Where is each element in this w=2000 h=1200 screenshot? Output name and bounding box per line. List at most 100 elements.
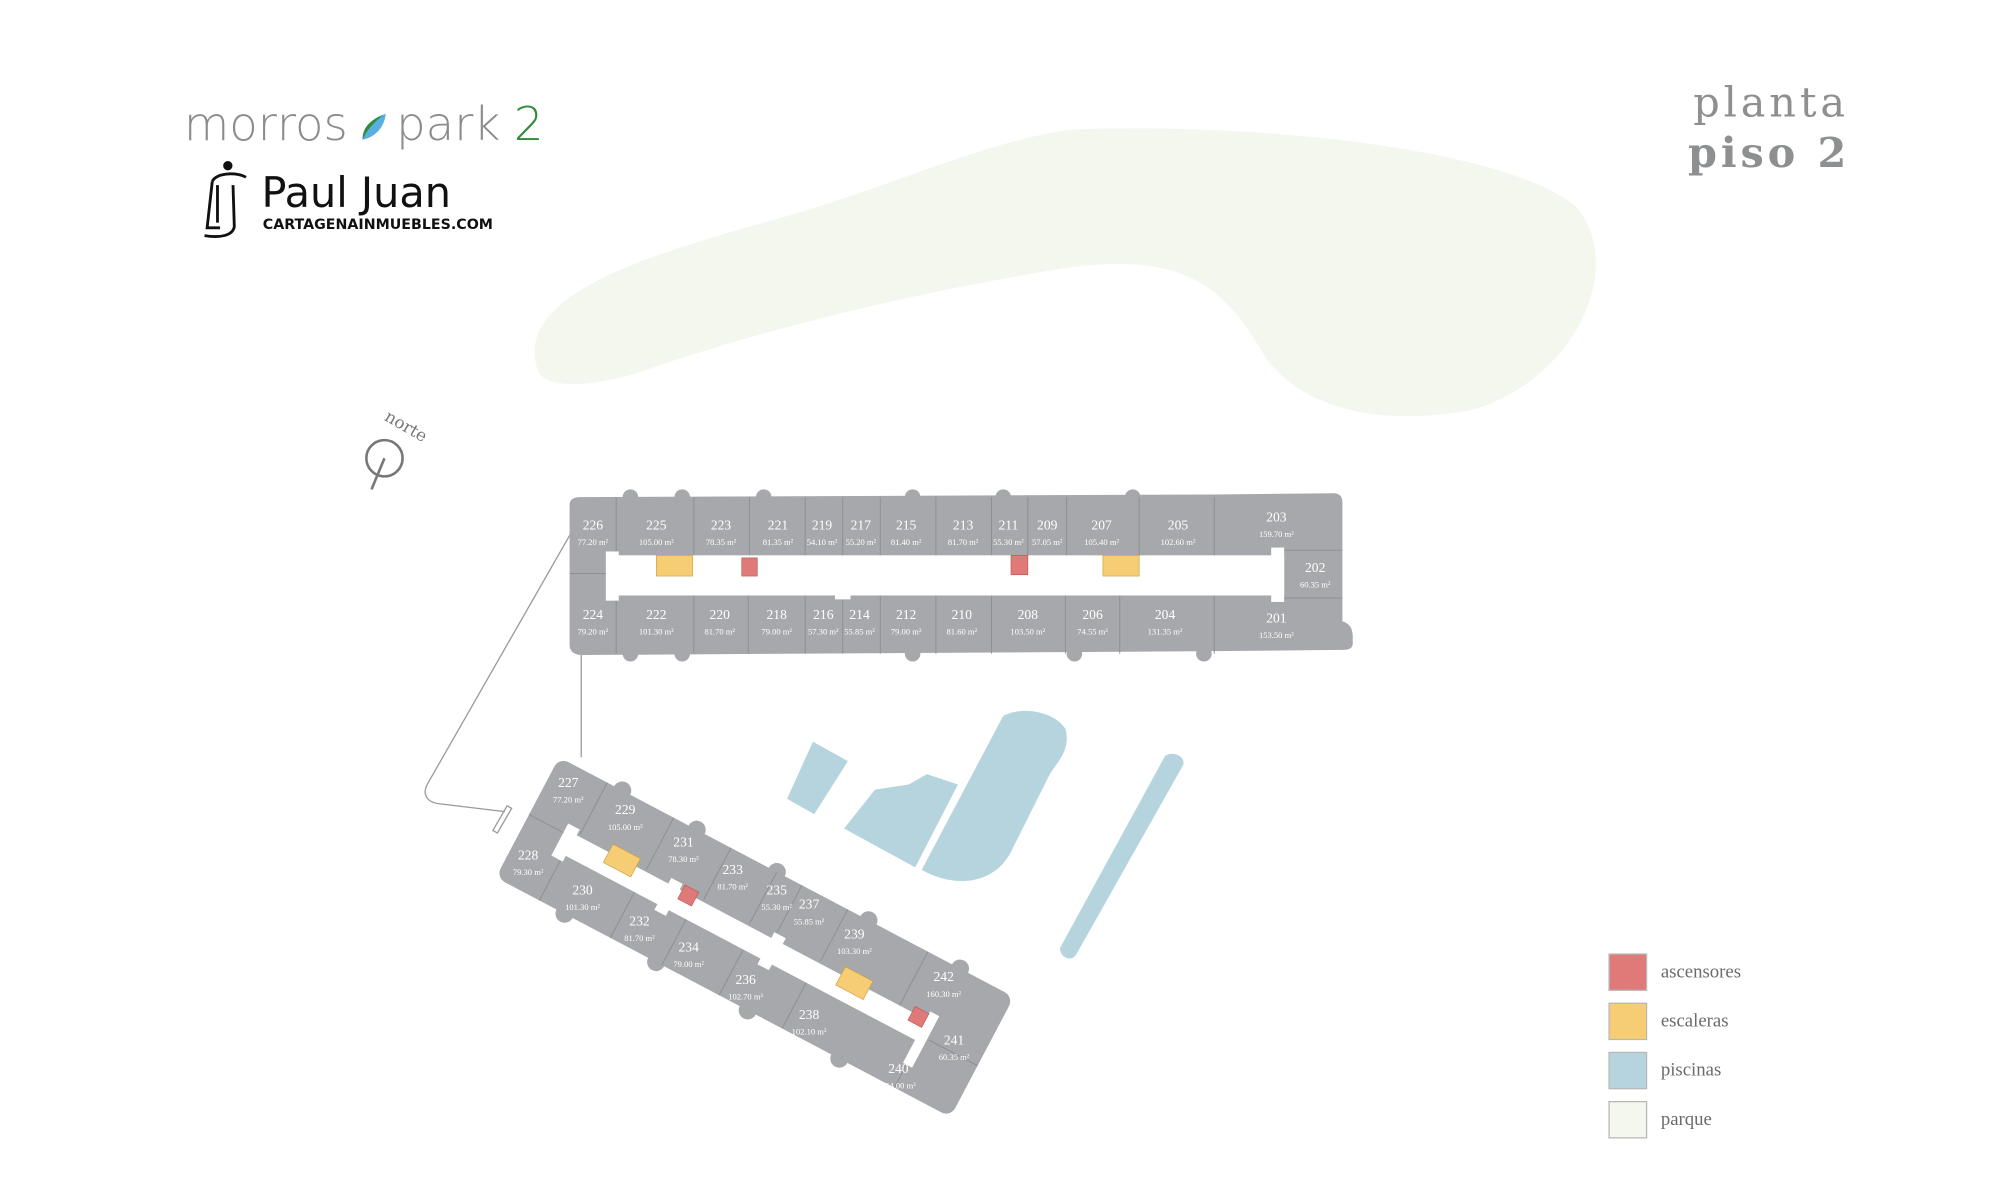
stairs: [655, 555, 693, 577]
legend-label: ascensores: [1661, 961, 1741, 982]
walkway-path: [424, 533, 582, 834]
agency-logo: Paul Juan CARTAGENAINMUEBLES.COM: [204, 161, 493, 238]
plan-title-floor: piso 2: [1688, 128, 1850, 177]
unit-241[interactable]: 241 60.35 m²: [939, 1033, 970, 1063]
legend-item-escaleras: escaleras: [1608, 1002, 1729, 1041]
unit-area: 101.30 m²: [565, 902, 600, 912]
unit-area: 103.50 m²: [1010, 626, 1045, 636]
unit-number: 229: [615, 802, 636, 817]
agency-website: CARTAGENAINMUEBLES.COM: [263, 217, 493, 233]
unit-number: 241: [944, 1033, 964, 1048]
unit-area: 81.60 m²: [947, 626, 978, 636]
unit-area: 81.35 m²: [763, 537, 794, 547]
unit-number: 232: [629, 914, 650, 929]
unit-area: 60.35 m²: [939, 1052, 970, 1062]
legend-swatch: [1608, 1100, 1648, 1139]
unit-number: 233: [722, 862, 743, 877]
unit-area: 105.00 m²: [608, 822, 643, 832]
unit-218[interactable]: 218 79.00 m²: [761, 607, 792, 637]
legend-swatch: [1608, 1051, 1648, 1090]
unit-242[interactable]: 242 160.30 m²: [926, 969, 961, 999]
unit-area: 55.30 m²: [993, 537, 1024, 547]
unit-number: 202: [1305, 560, 1326, 575]
unit-228[interactable]: 228 79.30 m²: [513, 848, 544, 878]
pools: [787, 710, 1184, 959]
pool: [844, 774, 958, 868]
unit-area: 81.70 m²: [624, 933, 655, 943]
pool: [921, 710, 1067, 882]
unit-229[interactable]: 229 105.00 m²: [608, 802, 643, 832]
agency-monogram-icon: [204, 161, 247, 238]
north-compass-icon: norte: [365, 406, 431, 490]
unit-number: 242: [934, 969, 955, 984]
unit-number: 207: [1091, 517, 1112, 532]
unit-area: 79.00 m²: [761, 626, 792, 636]
unit-207[interactable]: 207 105.40 m²: [1084, 517, 1119, 547]
unit-number: 203: [1266, 510, 1287, 525]
elevator: [907, 1005, 930, 1028]
unit-area: 55.85 m²: [844, 626, 875, 636]
svg-text:2: 2: [514, 97, 544, 151]
building-north: [569, 489, 1353, 662]
unit-number: 228: [518, 848, 539, 863]
unit-number: 209: [1037, 517, 1058, 532]
unit-area: 79.30 m²: [513, 867, 544, 877]
pool: [787, 741, 848, 815]
unit-area: 105.40 m²: [1084, 537, 1119, 547]
unit-area: 81.70 m²: [704, 626, 735, 636]
unit-area: 78.30 m²: [668, 854, 699, 864]
unit-number: 213: [953, 517, 974, 532]
unit-area: 78.35 m²: [706, 537, 737, 547]
unit-area: 160.30 m²: [926, 989, 961, 999]
legend-label: parque: [1661, 1109, 1712, 1130]
svg-text:park: park: [396, 97, 500, 151]
unit-area: 74.55 m²: [1077, 626, 1108, 636]
building-south: [499, 760, 1011, 1114]
corridor: [551, 823, 940, 1068]
unit-area: 79.00 m²: [673, 959, 704, 969]
unit-number: 238: [799, 1007, 820, 1022]
unit-area: 81.40 m²: [891, 537, 922, 547]
unit-232[interactable]: 232 81.70 m²: [624, 914, 655, 944]
unit-number: 218: [767, 607, 788, 622]
unit-area: 77.20 m²: [578, 537, 609, 547]
